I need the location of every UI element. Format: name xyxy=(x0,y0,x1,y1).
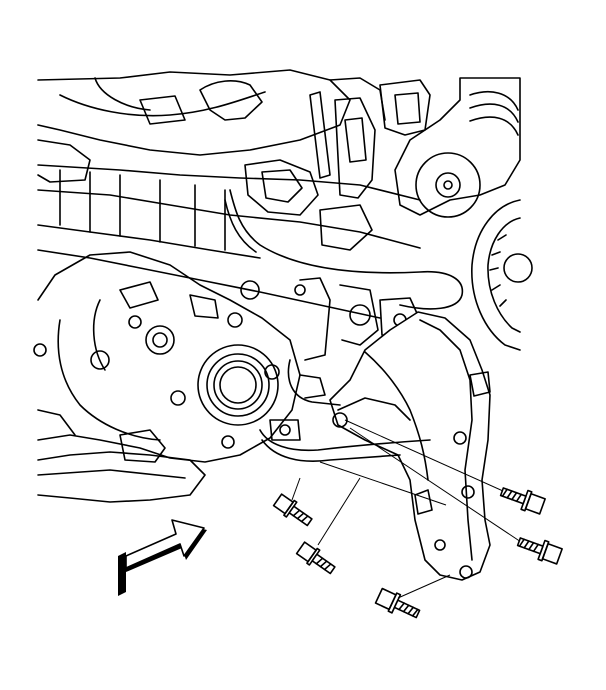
bolt-3 xyxy=(374,587,421,619)
leader-lines xyxy=(291,419,531,599)
transmission-housing xyxy=(33,251,301,503)
bolt-4 xyxy=(499,487,546,515)
bolt-5 xyxy=(516,537,563,565)
pulley-assembly xyxy=(394,77,533,351)
bolt-1 xyxy=(272,493,313,527)
mounting-bracket xyxy=(329,311,491,581)
direction-arrow xyxy=(118,519,207,596)
bolt-2 xyxy=(295,541,336,575)
engine-block xyxy=(37,69,464,361)
harness-loop xyxy=(259,359,431,462)
